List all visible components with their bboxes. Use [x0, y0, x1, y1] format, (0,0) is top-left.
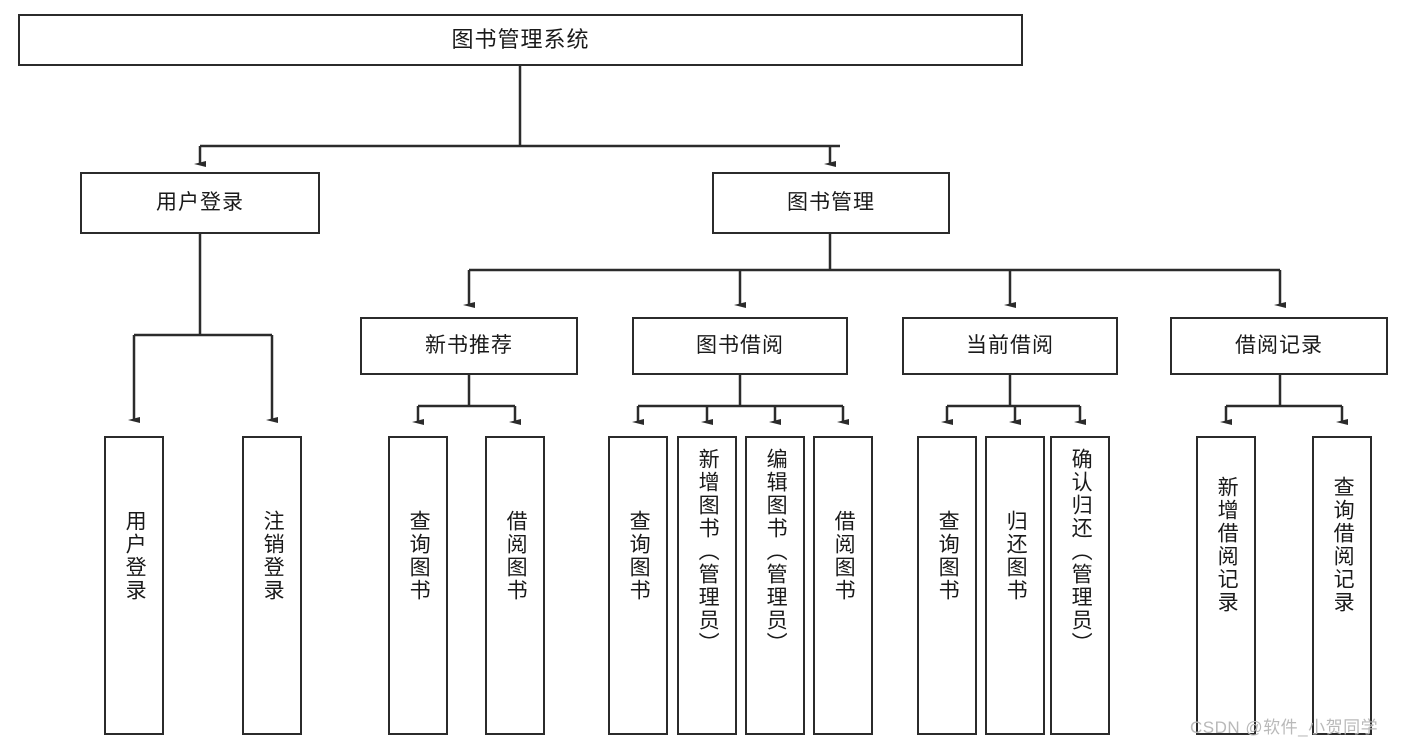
leaf-current-confirm-return-admin[interactable]: 确认归还（管理员） — [1050, 436, 1110, 735]
node-label: 查询图书 — [627, 510, 651, 602]
node-label: 编辑图书（管理员） — [764, 448, 788, 655]
node-label: 当前借阅 — [966, 334, 1054, 358]
leaf-user-login-signout[interactable]: 注销登录 — [242, 436, 302, 735]
leaf-user-login-signin[interactable]: 用户登录 — [104, 436, 164, 735]
leaf-record-query-record[interactable]: 查询借阅记录 — [1312, 436, 1372, 735]
node-label: 借阅记录 — [1235, 334, 1323, 358]
node-label: 图书借阅 — [696, 334, 784, 358]
leaf-borrow-add-book-admin[interactable]: 新增图书（管理员） — [677, 436, 737, 735]
leaf-new-book-query[interactable]: 查询图书 — [388, 436, 448, 735]
leaf-borrow-query-book[interactable]: 查询图书 — [608, 436, 668, 735]
leaf-record-add-record[interactable]: 新增借阅记录 — [1196, 436, 1256, 735]
node-label: 用户登录 — [123, 510, 147, 602]
node-label: 查询图书 — [936, 510, 960, 602]
node-label: 新书推荐 — [425, 334, 513, 358]
node-borrow-record[interactable]: 借阅记录 — [1170, 317, 1388, 375]
node-label: 图书管理 — [787, 191, 875, 215]
node-new-book-recommend[interactable]: 新书推荐 — [360, 317, 578, 375]
node-book-borrow[interactable]: 图书借阅 — [632, 317, 848, 375]
node-label: 归还图书 — [1004, 510, 1028, 602]
leaf-current-return-book[interactable]: 归还图书 — [985, 436, 1045, 735]
node-label: 图书管理系统 — [451, 26, 590, 52]
leaf-current-query-book[interactable]: 查询图书 — [917, 436, 977, 735]
node-user-login[interactable]: 用户登录 — [80, 172, 320, 234]
node-label: 查询借阅记录 — [1331, 476, 1355, 614]
node-book-management[interactable]: 图书管理 — [712, 172, 950, 234]
node-label: 新增图书（管理员） — [696, 448, 720, 655]
node-label: 确认归还（管理员） — [1069, 448, 1093, 655]
node-label: 查询图书 — [407, 510, 431, 602]
node-label: 新增借阅记录 — [1215, 476, 1239, 614]
node-label: 借阅图书 — [832, 510, 856, 602]
node-label: 用户登录 — [156, 191, 244, 215]
leaf-new-book-borrow[interactable]: 借阅图书 — [485, 436, 545, 735]
node-label: 注销登录 — [261, 510, 285, 602]
leaf-borrow-borrow-book[interactable]: 借阅图书 — [813, 436, 873, 735]
node-current-borrow[interactable]: 当前借阅 — [902, 317, 1118, 375]
node-label: 借阅图书 — [504, 510, 528, 602]
node-root-system[interactable]: 图书管理系统 — [18, 14, 1023, 66]
leaf-borrow-edit-book-admin[interactable]: 编辑图书（管理员） — [745, 436, 805, 735]
